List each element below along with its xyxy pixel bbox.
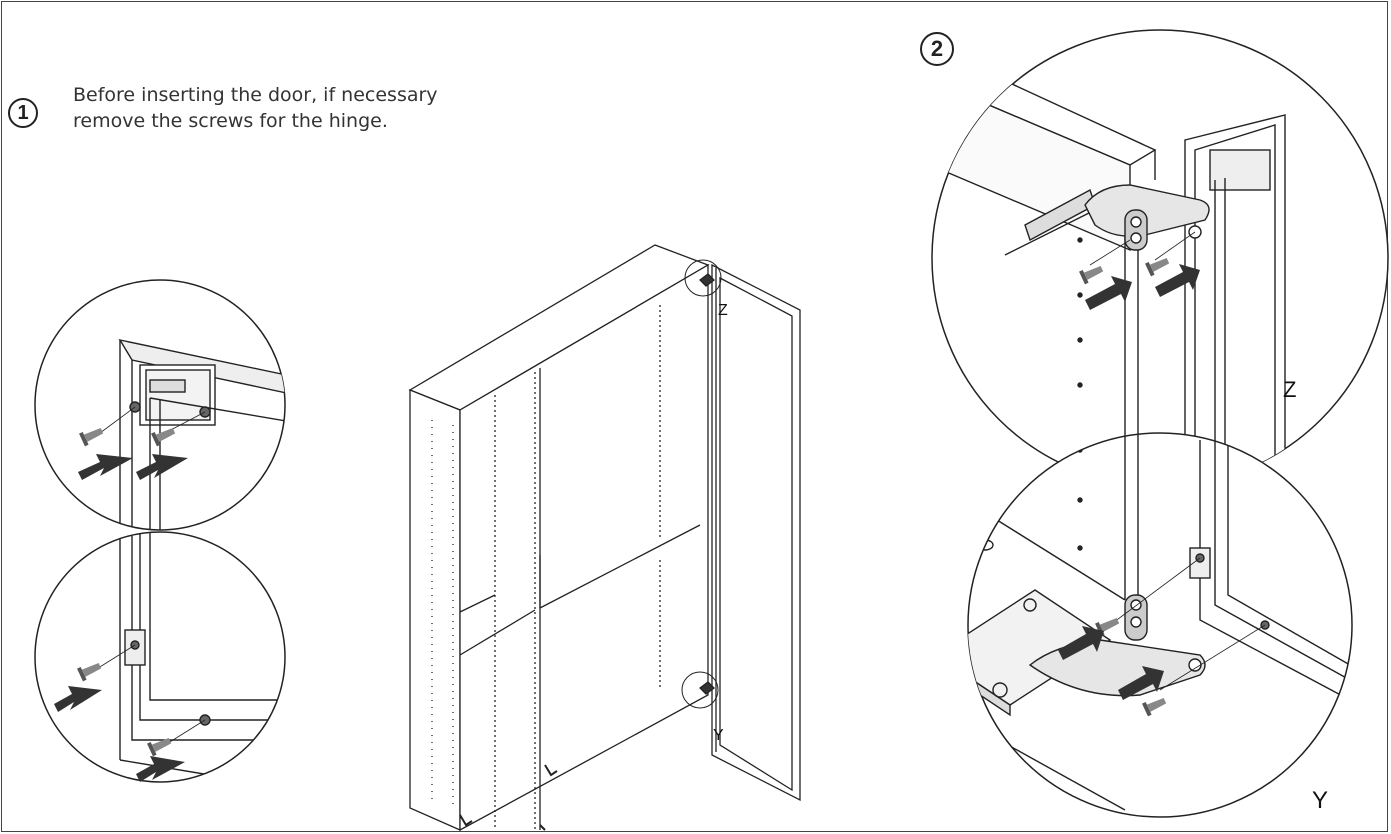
detail-circle-y-bottom-hinge <box>967 432 1353 818</box>
step-2-number: 2 <box>930 36 944 61</box>
arrow-icon <box>54 686 102 712</box>
arrow-icon <box>136 454 188 480</box>
callout-y-small: Y <box>713 727 724 744</box>
arrow-icon <box>1155 264 1200 297</box>
arrow-icon <box>1058 626 1104 660</box>
step-1-number: 1 <box>17 101 29 124</box>
callout-z-small: Z <box>718 302 728 319</box>
arrow-icon <box>1118 666 1164 700</box>
step-1-line-2: remove the screws for the hinge. <box>73 110 388 132</box>
detail-circle-bottom-hinge-removal <box>34 531 286 783</box>
step-2-badge: 2 <box>920 32 954 66</box>
callout-y-large: Y <box>1312 787 1328 814</box>
detail-circle-z-top-hinge <box>931 29 1389 487</box>
step-1-badge: 1 <box>8 98 38 128</box>
detail-circle-top-hinge-removal <box>34 279 286 531</box>
step-1-instruction: Before inserting the door, if necessary … <box>73 82 438 134</box>
step-1-line-1: Before inserting the door, if necessary <box>73 84 438 106</box>
arrow-icon <box>78 454 133 480</box>
callout-z-large: Z <box>1283 377 1296 402</box>
wardrobe-assembly <box>408 244 801 832</box>
arrow-icon <box>136 756 185 782</box>
arrow-icon <box>1085 276 1132 310</box>
